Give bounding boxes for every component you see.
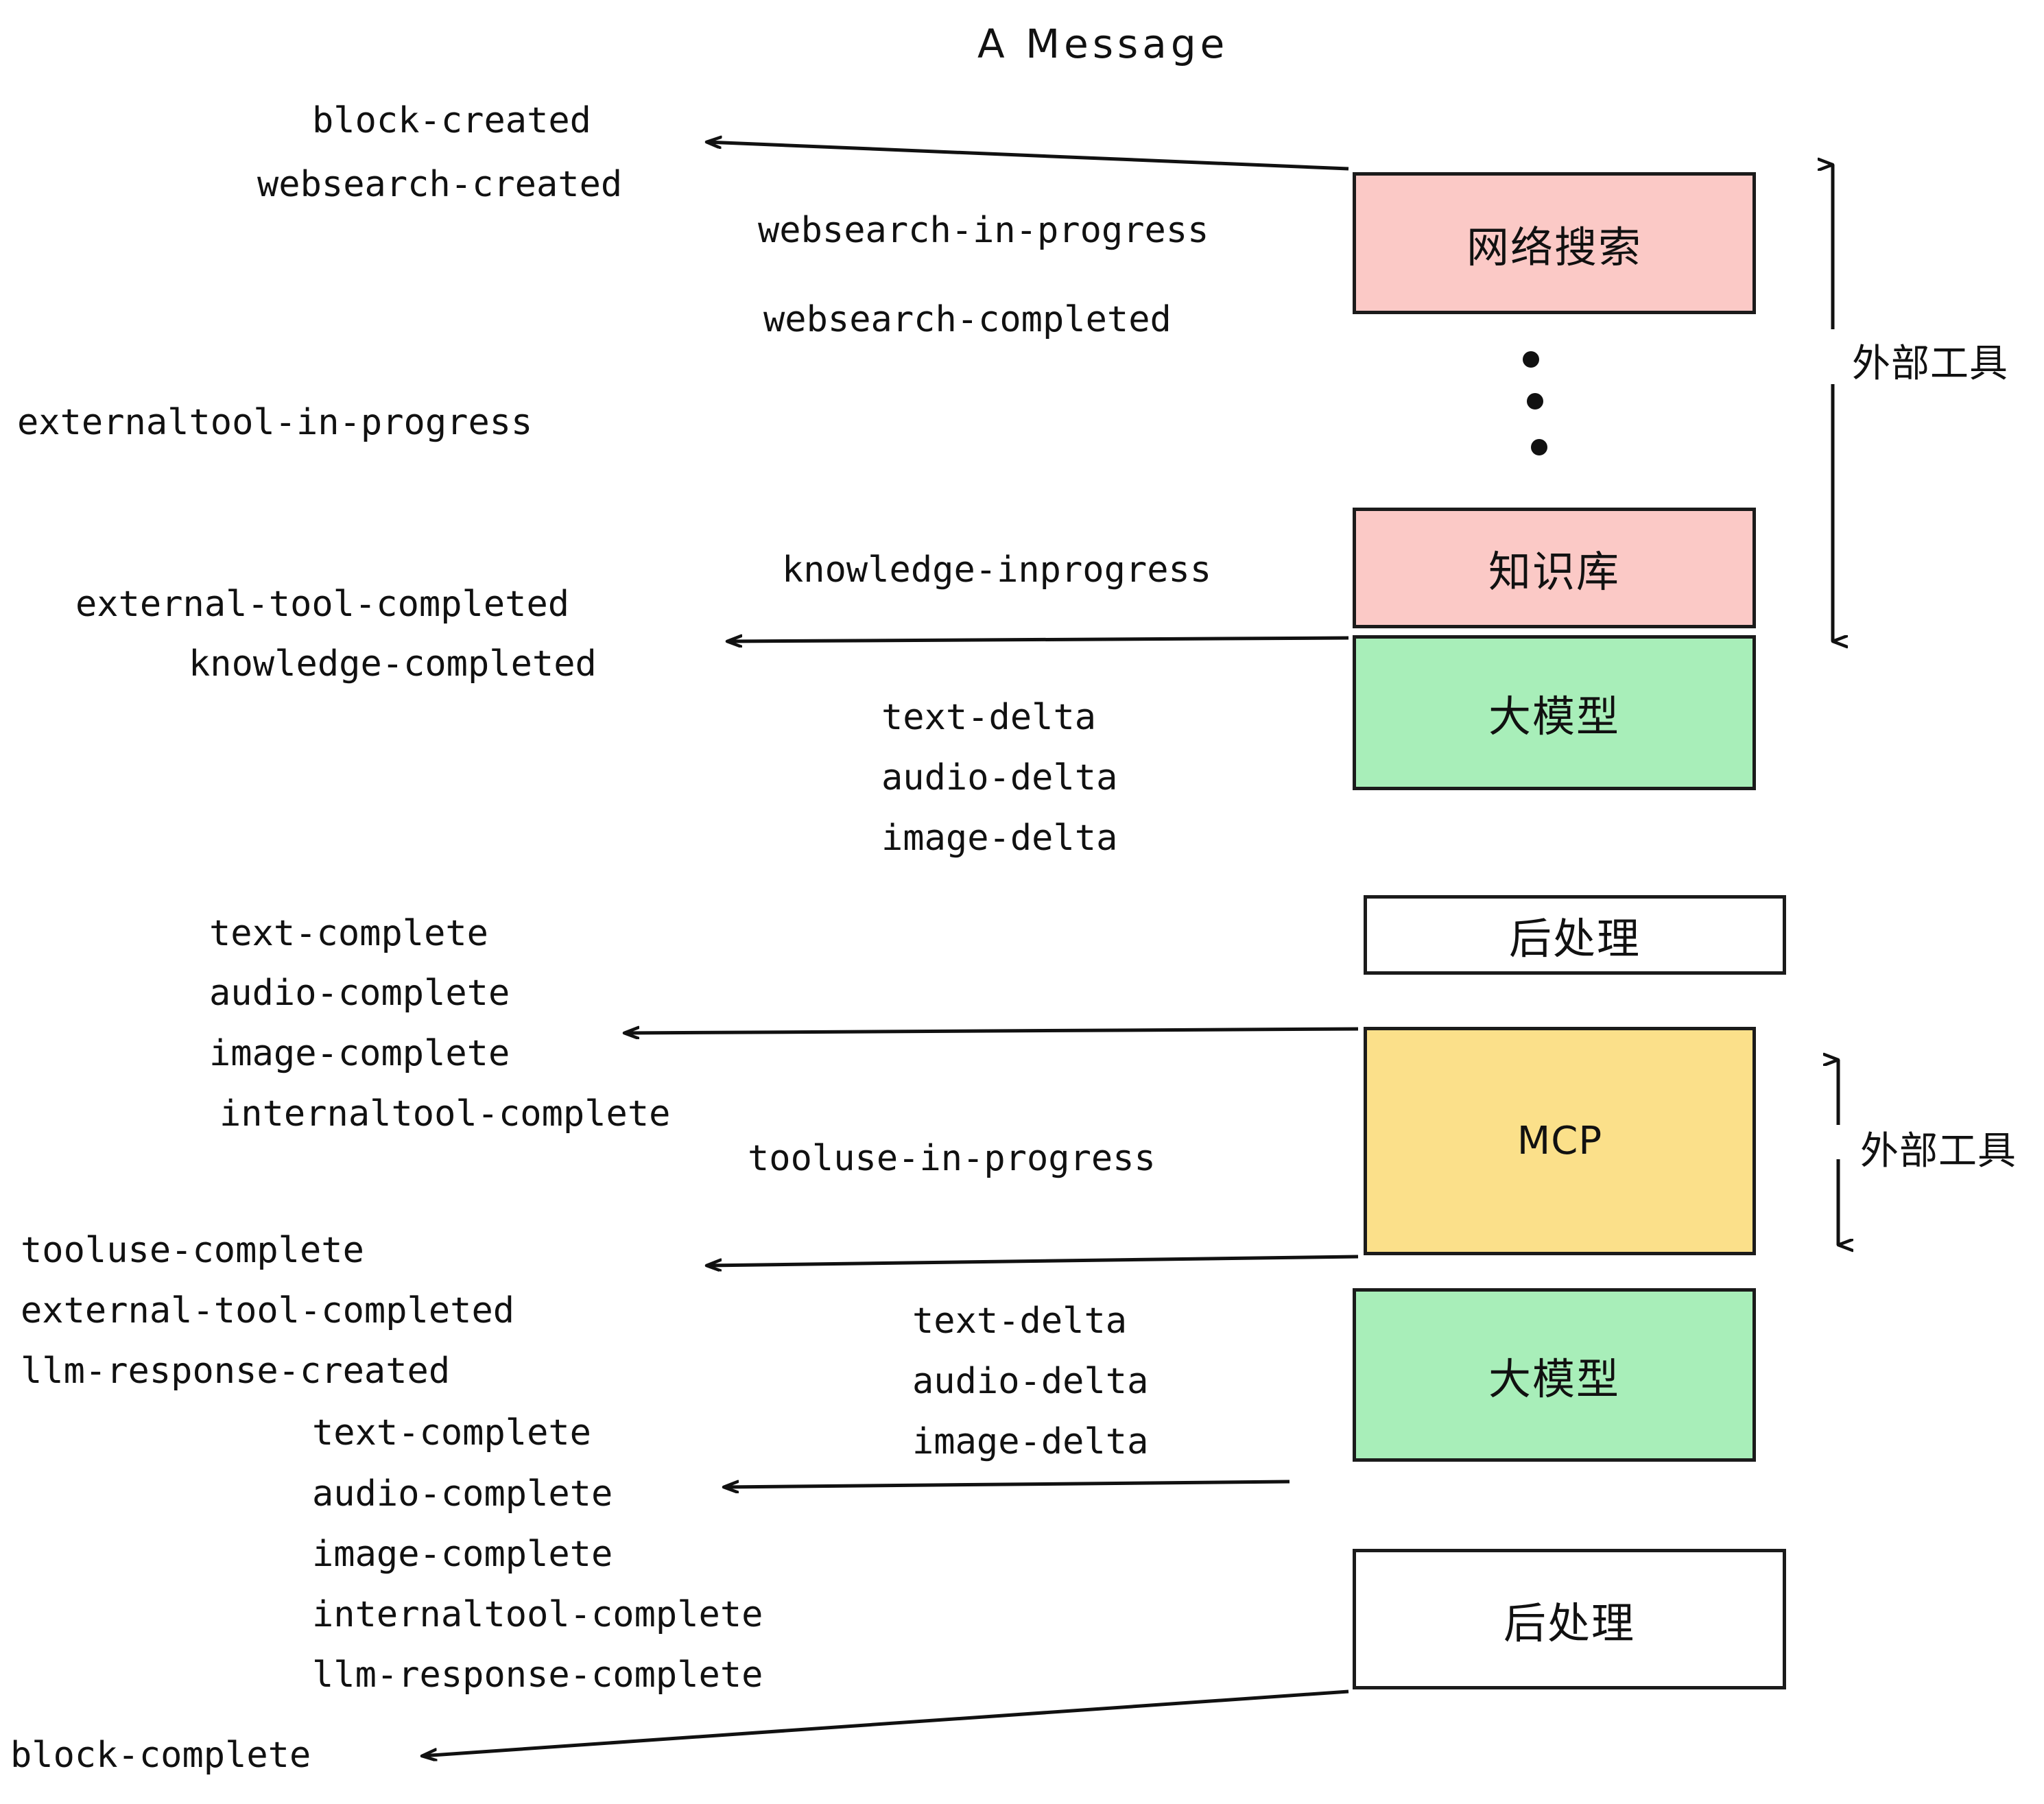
arrow-post-to-image-complete bbox=[624, 1029, 1359, 1033]
event-websearch-in-progress: websearch-in-progress bbox=[758, 210, 1209, 251]
event-websearch-created: websearch-created bbox=[257, 164, 623, 205]
arrow-knowledge-to-completed bbox=[727, 638, 1349, 641]
event-tooluse-in-progress: tooluse-in-progress bbox=[748, 1138, 1156, 1179]
box-websearch: 网络搜索 bbox=[1353, 172, 1756, 314]
event-llm-response-complete: llm-response-complete bbox=[312, 1654, 763, 1696]
event-external-tool-completed-2: external-tool-completed bbox=[21, 1290, 515, 1331]
event-image-delta-1: image-delta bbox=[881, 818, 1118, 859]
event-internaltool-complete-2: internaltool-complete bbox=[312, 1594, 763, 1635]
arrow-llm-to-audio-complete bbox=[724, 1480, 1290, 1487]
box-label-llm-first: 大模型 bbox=[1488, 691, 1620, 741]
box-llm-first: 大模型 bbox=[1353, 635, 1756, 790]
ellipsis-dot bbox=[1531, 439, 1547, 455]
side-label-external-tools-bottom: 外部工具 bbox=[1860, 1129, 2017, 1174]
event-text-complete-2: text-complete bbox=[312, 1412, 591, 1453]
event-text-delta-2: text-delta bbox=[912, 1301, 1128, 1342]
box-knowledge: 知识库 bbox=[1353, 508, 1756, 628]
event-image-complete-1: image-complete bbox=[209, 1033, 510, 1074]
event-internaltool-complete-1: internaltool-complete bbox=[219, 1093, 671, 1135]
side-label-external-tools-top: 外部工具 bbox=[1852, 342, 2008, 386]
event-image-delta-2: image-delta bbox=[912, 1421, 1149, 1462]
event-text-delta-1: text-delta bbox=[881, 697, 1097, 738]
box-label-knowledge: 知识库 bbox=[1488, 547, 1620, 597]
ellipsis-dot bbox=[1527, 393, 1543, 410]
event-websearch-completed: websearch-completed bbox=[763, 299, 1172, 340]
box-postprocess-first: 后处理 bbox=[1364, 895, 1786, 975]
event-audio-complete-2: audio-complete bbox=[312, 1473, 613, 1515]
box-postprocess-second: 后处理 bbox=[1353, 1549, 1786, 1689]
event-audio-delta-1: audio-delta bbox=[881, 757, 1118, 798]
arrow-websearch-to-created bbox=[706, 142, 1349, 171]
box-llm-second: 大模型 bbox=[1353, 1288, 1756, 1462]
box-label-mcp: MCP bbox=[1517, 1119, 1603, 1163]
page-title: A Message bbox=[977, 21, 1229, 67]
event-tooluse-complete: tooluse-complete bbox=[21, 1230, 364, 1271]
arrow-post-to-block-complete bbox=[422, 1689, 1349, 1756]
event-audio-complete-1: audio-complete bbox=[209, 973, 510, 1014]
event-knowledge-completed: knowledge-completed bbox=[189, 643, 597, 685]
box-label-postprocess-second: 后处理 bbox=[1503, 1598, 1635, 1648]
box-label-llm-second: 大模型 bbox=[1488, 1353, 1620, 1404]
event-text-complete-1: text-complete bbox=[209, 913, 488, 954]
event-block-created: block-created bbox=[312, 100, 591, 141]
box-label-postprocess-first: 后处理 bbox=[1508, 914, 1641, 964]
event-audio-delta-2: audio-delta bbox=[912, 1361, 1149, 1402]
box-label-websearch: 网络搜索 bbox=[1466, 222, 1642, 272]
event-external-tool-completed-1: external-tool-completed bbox=[75, 584, 570, 625]
event-externaltool-in-progress: externaltool-in-progress bbox=[17, 402, 533, 443]
arrow-mcp-to-tooluse-complete bbox=[706, 1255, 1359, 1266]
event-knowledge-inprogress: knowledge-inprogress bbox=[782, 549, 1212, 591]
box-mcp: MCP bbox=[1364, 1027, 1756, 1255]
event-llm-response-created: llm-response-created bbox=[21, 1351, 451, 1392]
event-image-complete-2: image-complete bbox=[312, 1534, 613, 1575]
ellipsis-dot bbox=[1523, 351, 1539, 368]
event-block-complete: block-complete bbox=[10, 1735, 311, 1776]
